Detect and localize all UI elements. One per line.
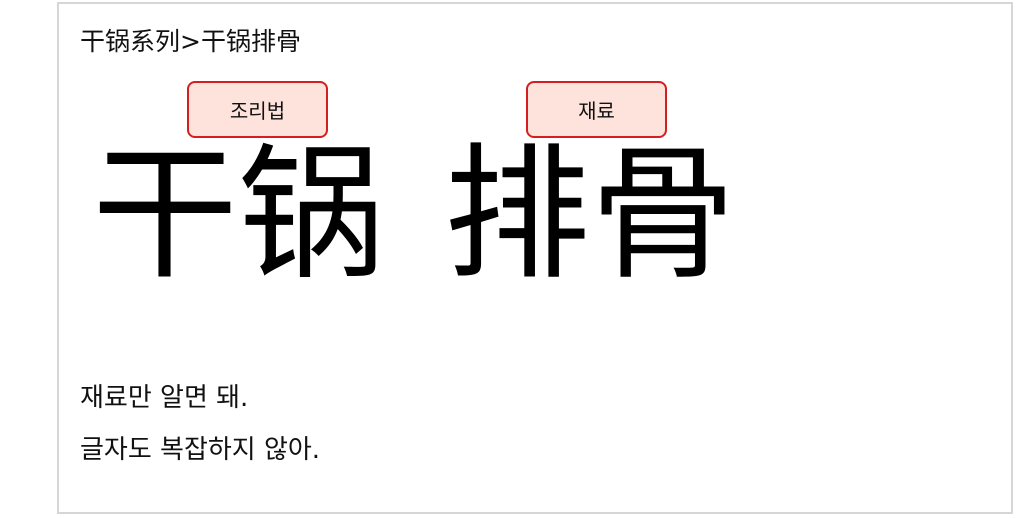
dish-title-part-1: 干锅 [92,130,384,300]
breadcrumb: 干锅系列>干锅排骨 [80,27,301,56]
dish-title-part-2: 排骨 [444,130,736,300]
description-line-2: 글자도 복잡하지 않아. [80,435,321,465]
recipe-button[interactable]: 조리법 [187,81,328,138]
description-line-1: 재료만 알면 돼. [80,383,249,413]
ingredient-button[interactable]: 재료 [526,81,667,138]
